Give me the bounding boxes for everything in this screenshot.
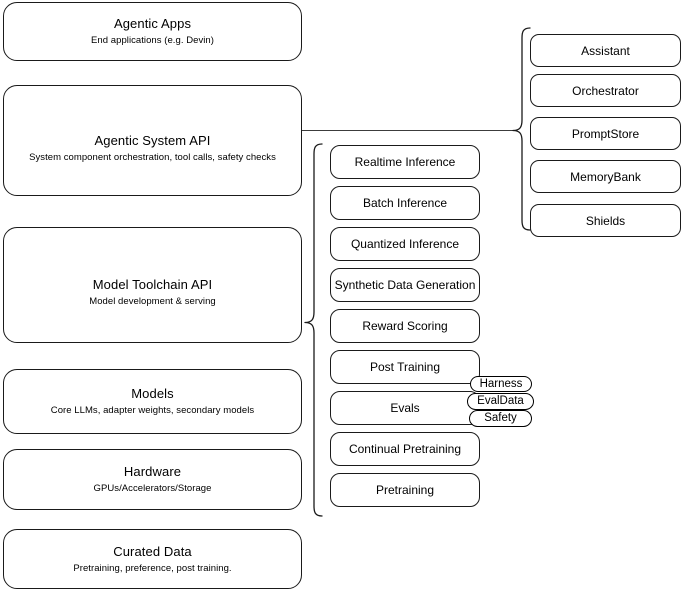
layer-box-hardware[interactable]: Hardware GPUs/Accelerators/Storage [3,449,302,510]
layer-description: Model development & serving [89,295,216,307]
layer-box-curated-data[interactable]: Curated Data Pretraining, preference, po… [3,529,302,589]
component-label: PromptStore [571,126,640,141]
layer-title: Agentic System API [94,133,211,148]
component-label: MemoryBank [570,169,641,184]
component-label: Orchestrator [572,83,639,98]
connector-agentic-system-api-to-components [302,130,514,132]
capability-label: Synthetic Data Generation [334,278,476,292]
layer-text-group: Curated Data Pretraining, preference, po… [73,543,231,576]
brace-agentic-components [512,27,531,231]
capability-label: Batch Inference [362,196,448,210]
capability-label: Realtime Inference [354,155,456,169]
capability-box-batch-inference[interactable]: Batch Inference [330,186,480,220]
capability-box-pretraining[interactable]: Pretraining [330,473,480,507]
component-box-orchestrator[interactable]: Orchestrator [530,74,681,107]
brace-toolchain-capabilities [304,143,323,517]
layer-title: Agentic Apps [113,16,192,31]
layer-box-models[interactable]: Models Core LLMs, adapter weights, secon… [3,369,302,434]
capability-box-evals[interactable]: Evals [330,391,480,425]
capability-label: Continual Pretraining [348,442,462,456]
capability-label: Evals [390,401,420,415]
component-box-assistant[interactable]: Assistant [530,34,681,67]
layer-description: End applications (e.g. Devin) [91,35,214,46]
capability-label: Quantized Inference [350,237,460,251]
eval-badge-label: Harness [479,377,523,390]
eval-badge-safety[interactable]: Safety [469,410,532,427]
eval-badge-evaldata[interactable]: EvalData [467,393,534,410]
layer-text-group: Model Toolchain API Model development & … [89,276,216,309]
layer-description: GPUs/Accelerators/Storage [93,483,212,494]
layer-title: Hardware [123,464,182,479]
capability-label: Post Training [369,360,441,374]
eval-badge-label: EvalData [477,395,524,407]
component-box-memorybank[interactable]: MemoryBank [530,160,681,193]
component-box-promptstore[interactable]: PromptStore [530,117,681,150]
layer-title: Model Toolchain API [92,276,213,292]
eval-badge-label: Safety [484,412,517,424]
capability-box-quantized-inference[interactable]: Quantized Inference [330,227,480,261]
layer-title: Curated Data [113,543,192,559]
capability-box-reward-scoring[interactable]: Reward Scoring [330,309,480,343]
capability-box-synthetic-data-generation[interactable]: Synthetic Data Generation [330,268,480,302]
layer-box-model-toolchain-api[interactable]: Model Toolchain API Model development & … [3,227,302,343]
capability-label: Reward Scoring [362,319,448,333]
layer-description: Core LLMs, adapter weights, secondary mo… [50,405,255,416]
layer-description: System component orchestration, tool cal… [29,152,276,163]
layer-text-group: Hardware GPUs/Accelerators/Storage [94,463,212,496]
layer-description: Pretraining, preference, post training. [73,562,232,574]
layer-box-agentic-apps[interactable]: Agentic Apps End applications (e.g. Devi… [3,2,302,61]
eval-badge-harness[interactable]: Harness [470,376,532,392]
component-label: Shields [585,213,626,228]
layer-text-group: Agentic Apps End applications (e.g. Devi… [91,15,214,48]
capability-box-post-training[interactable]: Post Training [330,350,480,384]
component-box-shields[interactable]: Shields [530,204,681,237]
layer-text-group: Agentic System API System component orch… [29,132,276,165]
capability-label: Pretraining [375,483,435,497]
layer-text-group: Models Core LLMs, adapter weights, secon… [51,385,254,418]
capability-box-continual-pretraining[interactable]: Continual Pretraining [330,432,480,466]
layer-title: Models [131,386,174,401]
layer-box-agentic-system-api[interactable]: Agentic System API System component orch… [3,85,302,196]
capability-box-realtime-inference[interactable]: Realtime Inference [330,145,480,179]
component-label: Assistant [581,43,630,58]
